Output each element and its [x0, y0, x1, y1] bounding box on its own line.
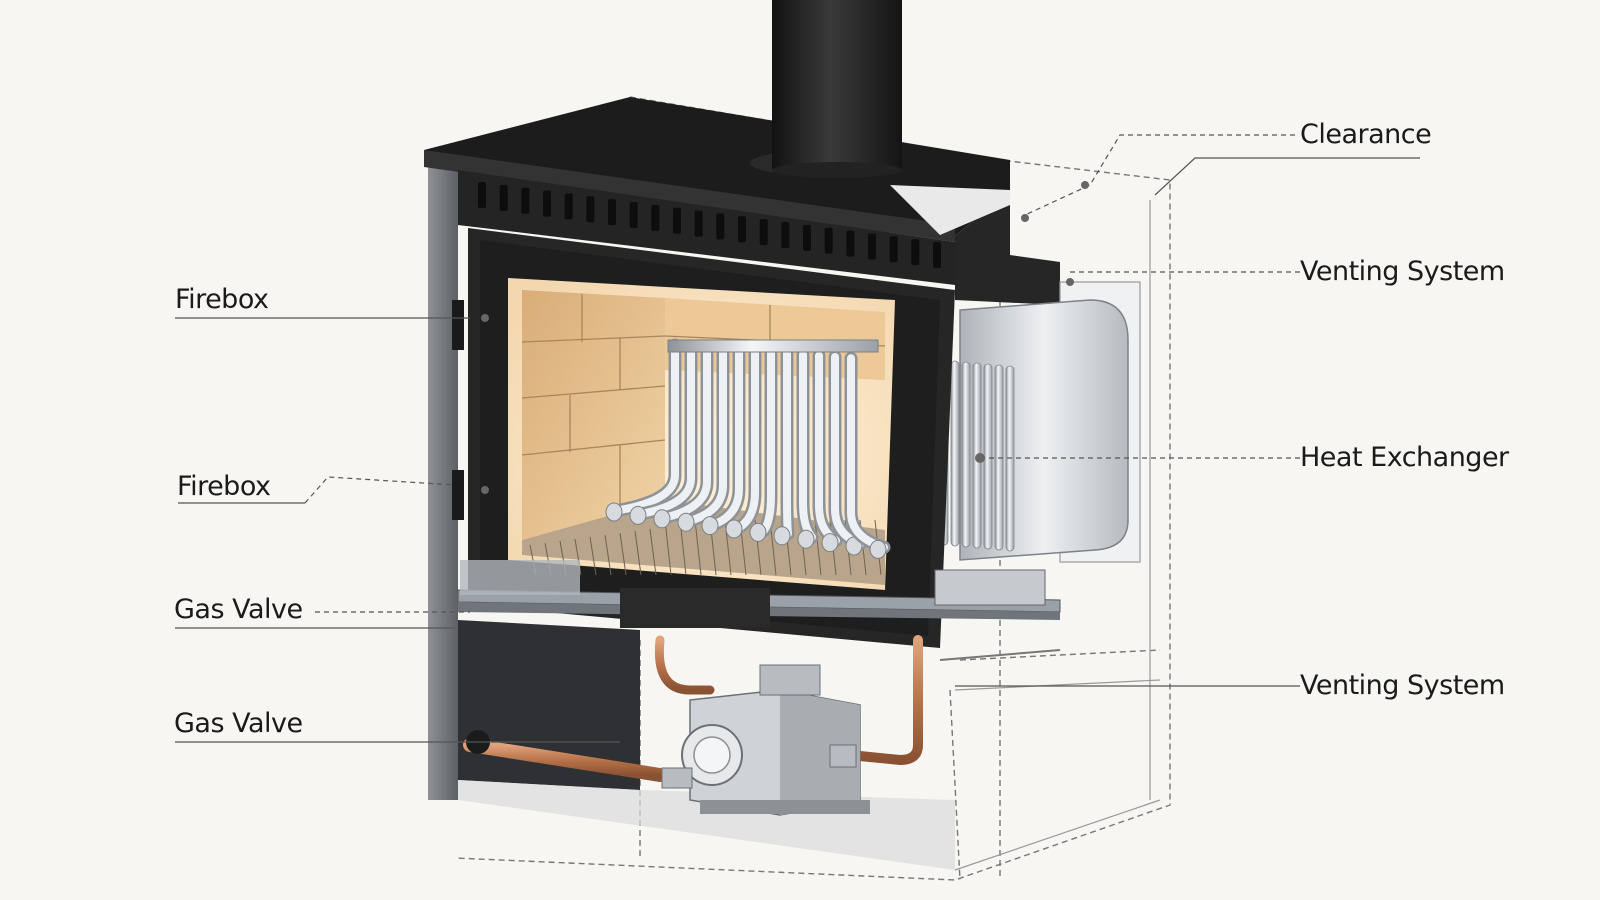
- burner-tubes: [605, 338, 891, 559]
- stove-top-plate: [424, 97, 1010, 236]
- burner-tube-highlight: [640, 342, 695, 518]
- vent-slot: [803, 224, 811, 251]
- vent-slot: [738, 216, 746, 243]
- burner-tube-end: [701, 516, 719, 536]
- flue-pipe: [772, 0, 902, 170]
- vent-slot: [694, 210, 703, 237]
- label-clearance: Clearance: [1300, 119, 1432, 150]
- grate-bar: [634, 530, 642, 576]
- burner-tube-end: [797, 529, 815, 549]
- vent-slot: [521, 187, 530, 214]
- burner-tube-highlight: [712, 345, 743, 528]
- vent-slot: [673, 207, 681, 234]
- label-venting-system-bottom: Venting System: [1300, 670, 1505, 701]
- door-hinge-lower: [452, 470, 464, 520]
- vent-slot: [716, 213, 725, 240]
- vent-slot: [564, 193, 573, 220]
- burner-tube-end: [653, 509, 671, 529]
- vent-slot: [608, 199, 616, 226]
- vent-slot: [868, 233, 876, 260]
- vent-slot: [651, 204, 660, 231]
- leader-dots: [481, 181, 1089, 494]
- vent-slot: [629, 202, 638, 228]
- vent-grille-slots: [478, 182, 941, 268]
- heat-exchanger-tube: [961, 361, 971, 548]
- flue-pipe-base: [772, 162, 902, 178]
- vent-grille-band: [458, 170, 955, 285]
- vent-slot: [478, 182, 486, 208]
- burner-tube-end: [773, 526, 791, 546]
- heat-exchanger-tube: [950, 360, 960, 547]
- burner-tube-end: [869, 539, 887, 559]
- burner-tube-highlight: [616, 341, 679, 514]
- burner-manifold: [667, 339, 879, 353]
- upper-vent-duct: [955, 190, 1060, 305]
- grate-bar: [604, 534, 612, 576]
- burner-tube-end: [605, 502, 623, 522]
- label-venting-system-top: Venting System: [1300, 256, 1505, 287]
- burner-tube-end: [629, 505, 647, 525]
- vent-slot: [499, 184, 508, 211]
- gas-supply-lines: [463, 626, 923, 782]
- label-gas-valve-top: Gas Valve: [174, 594, 303, 625]
- burner-tube-end: [725, 519, 743, 539]
- label-heat-exchanger: Heat Exchanger: [1300, 442, 1509, 473]
- brick-joints: [521, 294, 886, 505]
- burner-tube-end: [821, 533, 839, 553]
- gas-valve-assembly: [661, 664, 870, 816]
- burner-tube-highlight: [688, 344, 727, 525]
- grate-bar: [649, 528, 657, 576]
- burner-tube-end: [677, 512, 695, 532]
- firebox-side-brick-wall: [522, 290, 665, 540]
- vent-slot: [759, 219, 768, 246]
- grate-bar: [814, 519, 822, 576]
- burner-tube-highlight: [783, 349, 792, 538]
- vent-slot: [846, 230, 855, 257]
- vent-slot: [911, 239, 920, 266]
- grate-bar: [694, 519, 702, 576]
- burner-tube-highlight: [736, 347, 759, 531]
- vent-slot: [781, 222, 790, 248]
- label-firebox-top: Firebox: [175, 284, 269, 315]
- grate-bar: [664, 519, 672, 576]
- heat-exchanger-tube: [983, 363, 993, 550]
- grate-bar: [619, 532, 627, 576]
- stove-top-front-edge: [424, 150, 955, 242]
- grate-bar: [589, 536, 597, 576]
- door-hinge-upper: [452, 300, 464, 350]
- upper-vent-duct-top: [890, 185, 1010, 235]
- left-side-panel: [428, 165, 458, 800]
- burner-tube-highlight: [664, 343, 711, 521]
- vent-slot: [586, 196, 595, 223]
- clearance-frame: [954, 200, 1161, 871]
- vent-slot: [933, 242, 941, 268]
- label-firebox-middle: Firebox: [177, 471, 271, 502]
- burner-tray: [457, 560, 1061, 661]
- vent-slot: [824, 227, 833, 254]
- vent-slot: [889, 236, 898, 263]
- label-gas-valve-bottom: Gas Valve: [174, 708, 303, 739]
- burner-tube-end: [749, 522, 767, 542]
- vent-slot: [543, 190, 551, 217]
- leader-lines: [175, 134, 1420, 743]
